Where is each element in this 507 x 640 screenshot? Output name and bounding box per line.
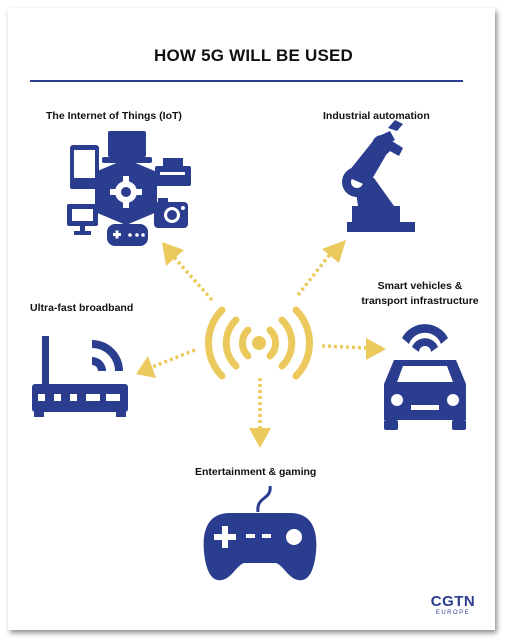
brand-name: CGTN (430, 593, 476, 610)
label-iot: The Internet of Things (IoT) (46, 110, 182, 122)
arrowhead-entertainment (249, 428, 271, 448)
iot-devices-icon (67, 131, 191, 246)
arrowhead-industrial (322, 240, 346, 263)
robot-arm-icon (342, 120, 415, 232)
label-entertainment: Entertainment & gaming (195, 466, 317, 478)
smart-car-icon (384, 324, 466, 430)
arrow-to-vehicles (321, 344, 369, 350)
title-divider (30, 80, 463, 82)
arrowhead-iot (162, 242, 184, 266)
arrow-to-industrial (296, 251, 333, 297)
brand-sub: EUROPE (435, 610, 471, 616)
label-industrial: Industrial automation (323, 110, 430, 122)
arrow-heads (136, 240, 386, 448)
label-broadband: Ultra-fast broadband (30, 302, 134, 314)
game-controller-icon (203, 485, 317, 581)
wireless-signal-icon (205, 306, 313, 380)
arrowhead-broadband (136, 356, 156, 378)
label-vehicles: Smart vehicles & transport infrastructur… (343, 280, 497, 307)
wifi-router-icon (32, 336, 128, 417)
label-vehicles-line2: transport infrastructure (361, 295, 479, 307)
arrowhead-vehicles (366, 338, 386, 360)
cgtn-europe-logo: CGTN EUROPE (423, 594, 483, 617)
label-vehicles-line1: Smart vehicles & (377, 280, 463, 292)
arrow-to-iot (171, 254, 214, 302)
page-title: HOW 5G WILL BE USED (154, 46, 353, 65)
connector-arrows (151, 251, 369, 430)
arrow-to-broadband (151, 348, 196, 369)
